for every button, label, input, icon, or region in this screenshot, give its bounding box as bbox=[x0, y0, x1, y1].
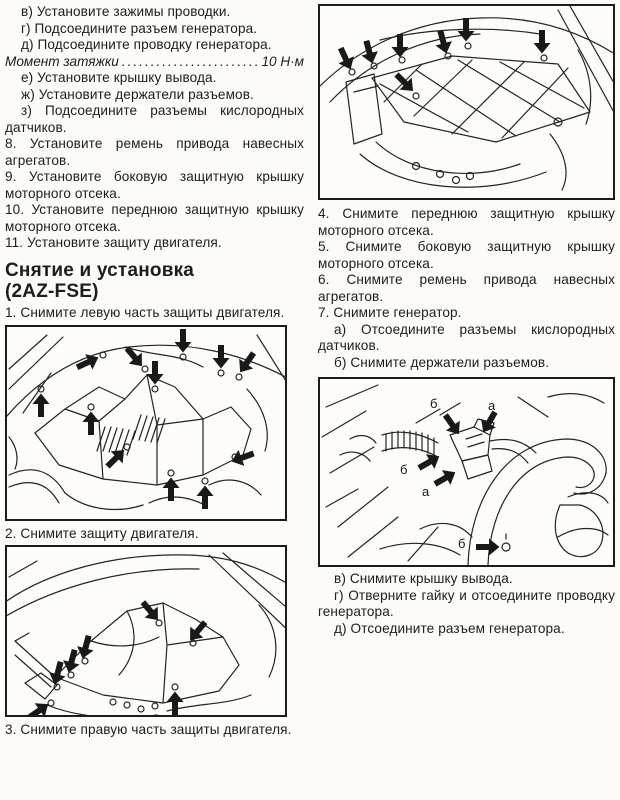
generator-area-drawing bbox=[321, 384, 609, 565]
engine-underside-drawing-3 bbox=[320, 6, 613, 191]
callout-label-a-mid: а bbox=[422, 484, 430, 499]
callout-label-b-mid: б bbox=[400, 462, 408, 477]
step-1: 1. Снимите левую часть защиты двигателя. bbox=[5, 304, 285, 320]
callout-arrow-icons bbox=[414, 407, 503, 556]
step-2: 2. Снимите защиту двигателя. bbox=[5, 526, 199, 541]
step-6: 6. Снимите ремень привода навесных агрег… bbox=[318, 272, 615, 304]
torque-leader-dots: ........................................… bbox=[121, 53, 259, 69]
sub-step-z: з) Подсоедините разъемы кислородных датч… bbox=[5, 103, 304, 135]
step-7: 7. Снимите генератор. bbox=[318, 305, 462, 320]
step-9: 9. Установите боковую защитную крышку мо… bbox=[5, 169, 304, 201]
sub-step-e: е) Установите крышку вывода. bbox=[21, 70, 217, 85]
callout-label-a-top: а bbox=[488, 398, 496, 413]
fastener-arrow-icons bbox=[332, 18, 551, 98]
figure-engine-protection-left bbox=[5, 325, 287, 521]
sub-step-zh: ж) Установите держатели разъемов. bbox=[21, 86, 254, 102]
step-4: 4. Снимите переднюю защитную крышку мото… bbox=[318, 206, 615, 238]
sub-step-d2: д) Отсоедините разъем генератора. bbox=[334, 620, 565, 636]
step-5: 5. Снимите боковую защитную крышку мотор… bbox=[318, 239, 615, 271]
section-heading: Снятие и установка (2AZ-FSE) bbox=[5, 260, 304, 302]
bolt-heads bbox=[348, 42, 563, 185]
bolt-heads bbox=[37, 351, 243, 485]
sub-step-a: а) Отсоедините разъемы кислородных датчи… bbox=[318, 321, 615, 354]
left-column: в) Установите зажимы проводки. г) Подсое… bbox=[5, 4, 304, 796]
sub-step-g2: г) Отверните гайку и отсоедините проводк… bbox=[318, 587, 615, 620]
callout-label-b-top: б bbox=[430, 396, 438, 411]
figure-generator-connectors: б а б а б bbox=[318, 377, 615, 567]
bolt-heads bbox=[47, 618, 197, 713]
right-column: 4. Снимите переднюю защитную крышку мото… bbox=[318, 4, 615, 796]
torque-value: 10 Н·м bbox=[261, 53, 304, 69]
sub-step-v: в) Установите зажимы проводки. bbox=[21, 4, 231, 19]
sub-step-d: д) Подсоедините проводку генератора. bbox=[21, 37, 272, 52]
callout-label-b-bottom: б bbox=[458, 536, 466, 551]
step-8: 8. Установите ремень привода навесных аг… bbox=[5, 136, 304, 168]
section-heading-line2: (2AZ-FSE) bbox=[5, 280, 99, 302]
sub-step-b: б) Снимите держатели разъемов. bbox=[334, 354, 550, 370]
torque-label: Момент затяжки bbox=[5, 53, 119, 69]
torque-spec: Момент затяжки .........................… bbox=[5, 54, 304, 71]
engine-underside-drawing-1 bbox=[7, 329, 285, 511]
sub-step-v2: в) Снимите крышку вывода. bbox=[334, 571, 513, 586]
step-3: 3. Снимите правую часть защиты двигателя… bbox=[5, 721, 292, 737]
figure-engine-protection bbox=[5, 544, 287, 717]
section-heading-line1: Снятие и установка bbox=[5, 259, 195, 281]
bolt-head bbox=[501, 542, 511, 552]
sub-step-g: г) Подсоедините разъем генератора. bbox=[21, 20, 258, 36]
figure-front-protective-cover bbox=[318, 4, 615, 200]
step-10: 10. Установите переднюю защитную крышку … bbox=[5, 202, 304, 234]
engine-underside-drawing-2 bbox=[7, 551, 285, 715]
step-11: 11. Установите защиту двигателя. bbox=[5, 235, 222, 250]
